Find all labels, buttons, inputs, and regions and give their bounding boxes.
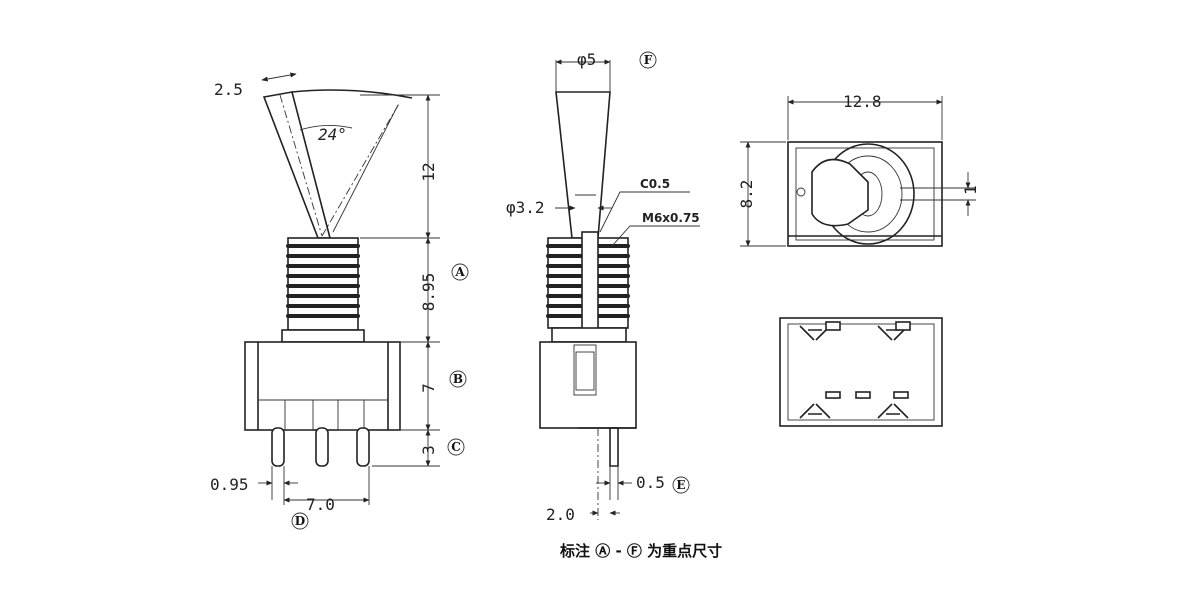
marker-f: F [644,53,653,67]
footnote: 标注 Ⓐ - Ⓕ 为重点尺寸 [560,540,800,562]
dim-pin-pitch: 7.0 [306,495,335,514]
front-view: φ5 F φ3.2 C0.5 M6x0.75 0.5 E 2.0 [506,50,700,524]
dim-lever-base: φ3.2 [506,198,545,217]
marker-b: B [453,372,463,386]
dim-thread-height: 8.95 [419,273,438,312]
footnote-dash: - [610,542,627,560]
footnote-range-end: Ⓕ [626,542,642,560]
marker-e: E [676,478,685,492]
footnote-prefix: 标注 [560,542,596,560]
dim-lever-width: 2.5 [214,80,243,99]
marker-d: D [295,514,305,528]
dim-lever-height: 12 [419,162,438,181]
dim-top-width: 12.8 [843,92,882,111]
dim-body-height: 7 [419,383,438,393]
dim-pin-height: 3 [419,445,438,455]
dim-pin-offset: 2.0 [546,505,575,524]
footnote-range-start: Ⓐ [595,542,611,560]
marker-c: C [451,440,461,454]
dim-angle: 24° [318,125,347,144]
top-view: 1 12.8 8.2 [737,92,980,247]
dim-pin-width: 0.95 [210,475,249,494]
marker-a: A [454,265,465,279]
bottom-view [779,317,943,427]
side-thread [286,237,360,331]
dim-lever-top: φ5 [577,50,596,69]
dim-top-height: 8.2 [737,180,756,209]
dim-thread-spec: M6x0.75 [642,211,700,225]
dim-chamfer: C0.5 [640,177,670,191]
front-thread [546,231,630,335]
side-view: 2.5 24° 12 8.95 7 3 A B C 0.95 7.0 D [210,72,469,530]
dim-knob-offset: 1 [961,185,980,195]
dim-pin-thickness: 0.5 [636,473,665,492]
footnote-suffix: 为重点尺寸 [641,542,723,560]
